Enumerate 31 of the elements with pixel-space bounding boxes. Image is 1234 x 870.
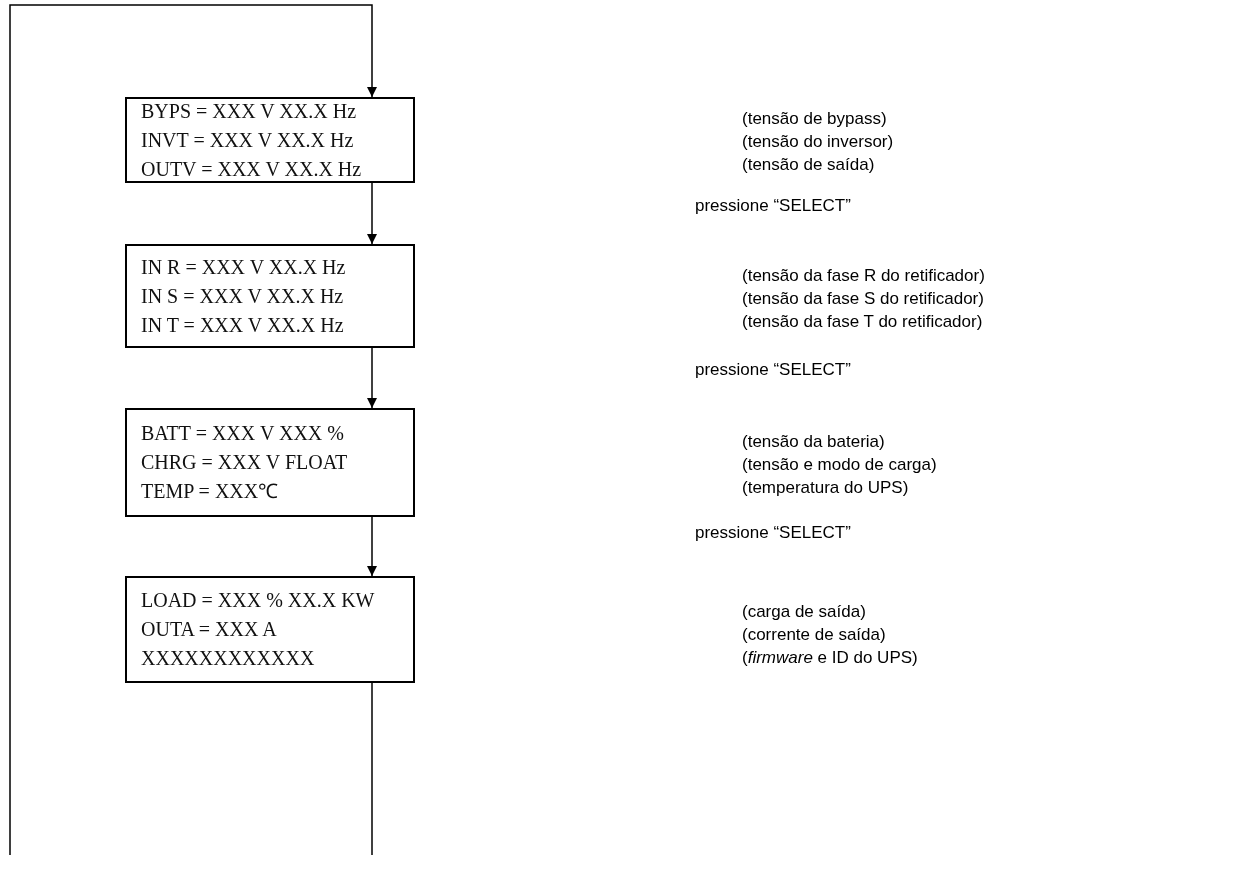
display-line: XXXXXXXXXXXX bbox=[141, 646, 316, 671]
description-text: (tensão de bypass) bbox=[742, 108, 888, 130]
arrow bbox=[367, 182, 377, 245]
display-line: OUTV = XXX V XX.X Hz bbox=[141, 156, 363, 182]
instruction-text: pressione “SELECT” bbox=[695, 523, 851, 543]
instruction-text: pressione “SELECT” bbox=[695, 196, 851, 216]
description-text: (tensão de saída) bbox=[742, 154, 876, 176]
description-text: (tensão da fase T do retificador) bbox=[742, 311, 984, 333]
display-line: LOAD = XXX % XX.X KW bbox=[141, 588, 376, 613]
description-text: (carga de saída) bbox=[742, 601, 867, 623]
description-text: (tensão e modo de carga) bbox=[742, 454, 937, 476]
description-text: (temperatura do UPS) bbox=[742, 477, 910, 499]
description-text: (tensão da fase R do retificador) bbox=[742, 265, 985, 287]
display-line: IN S = XXX V XX.X Hz bbox=[141, 283, 345, 309]
display-line: OUTA = XXX A bbox=[141, 617, 278, 642]
display-line: TEMP = XXX℃ bbox=[141, 479, 280, 504]
display-line: INVT = XXX V XX.X Hz bbox=[141, 127, 355, 153]
description-text: (firmware e ID do UPS) bbox=[742, 647, 918, 669]
description-text: (tensão da bateria) bbox=[742, 431, 886, 453]
description-text: (tensão do inversor) bbox=[742, 131, 894, 153]
description-text: (corrente de saída) bbox=[742, 624, 887, 646]
description-text: (tensão da fase S do retificador) bbox=[742, 288, 985, 310]
display-line: BATT = XXX V XXX % bbox=[141, 421, 345, 446]
arrow bbox=[367, 347, 377, 409]
display-line: IN R = XXX V XX.X Hz bbox=[141, 254, 347, 280]
display-line: BYPS = XXX V XX.X Hz bbox=[141, 98, 357, 124]
arrow bbox=[367, 516, 377, 577]
instruction-text: pressione “SELECT” bbox=[695, 360, 851, 380]
arrow bbox=[9, 4, 377, 856]
display-line: CHRG = XXX V FLOAT bbox=[141, 450, 349, 475]
display-line: IN T = XXX V XX.X Hz bbox=[141, 312, 345, 338]
